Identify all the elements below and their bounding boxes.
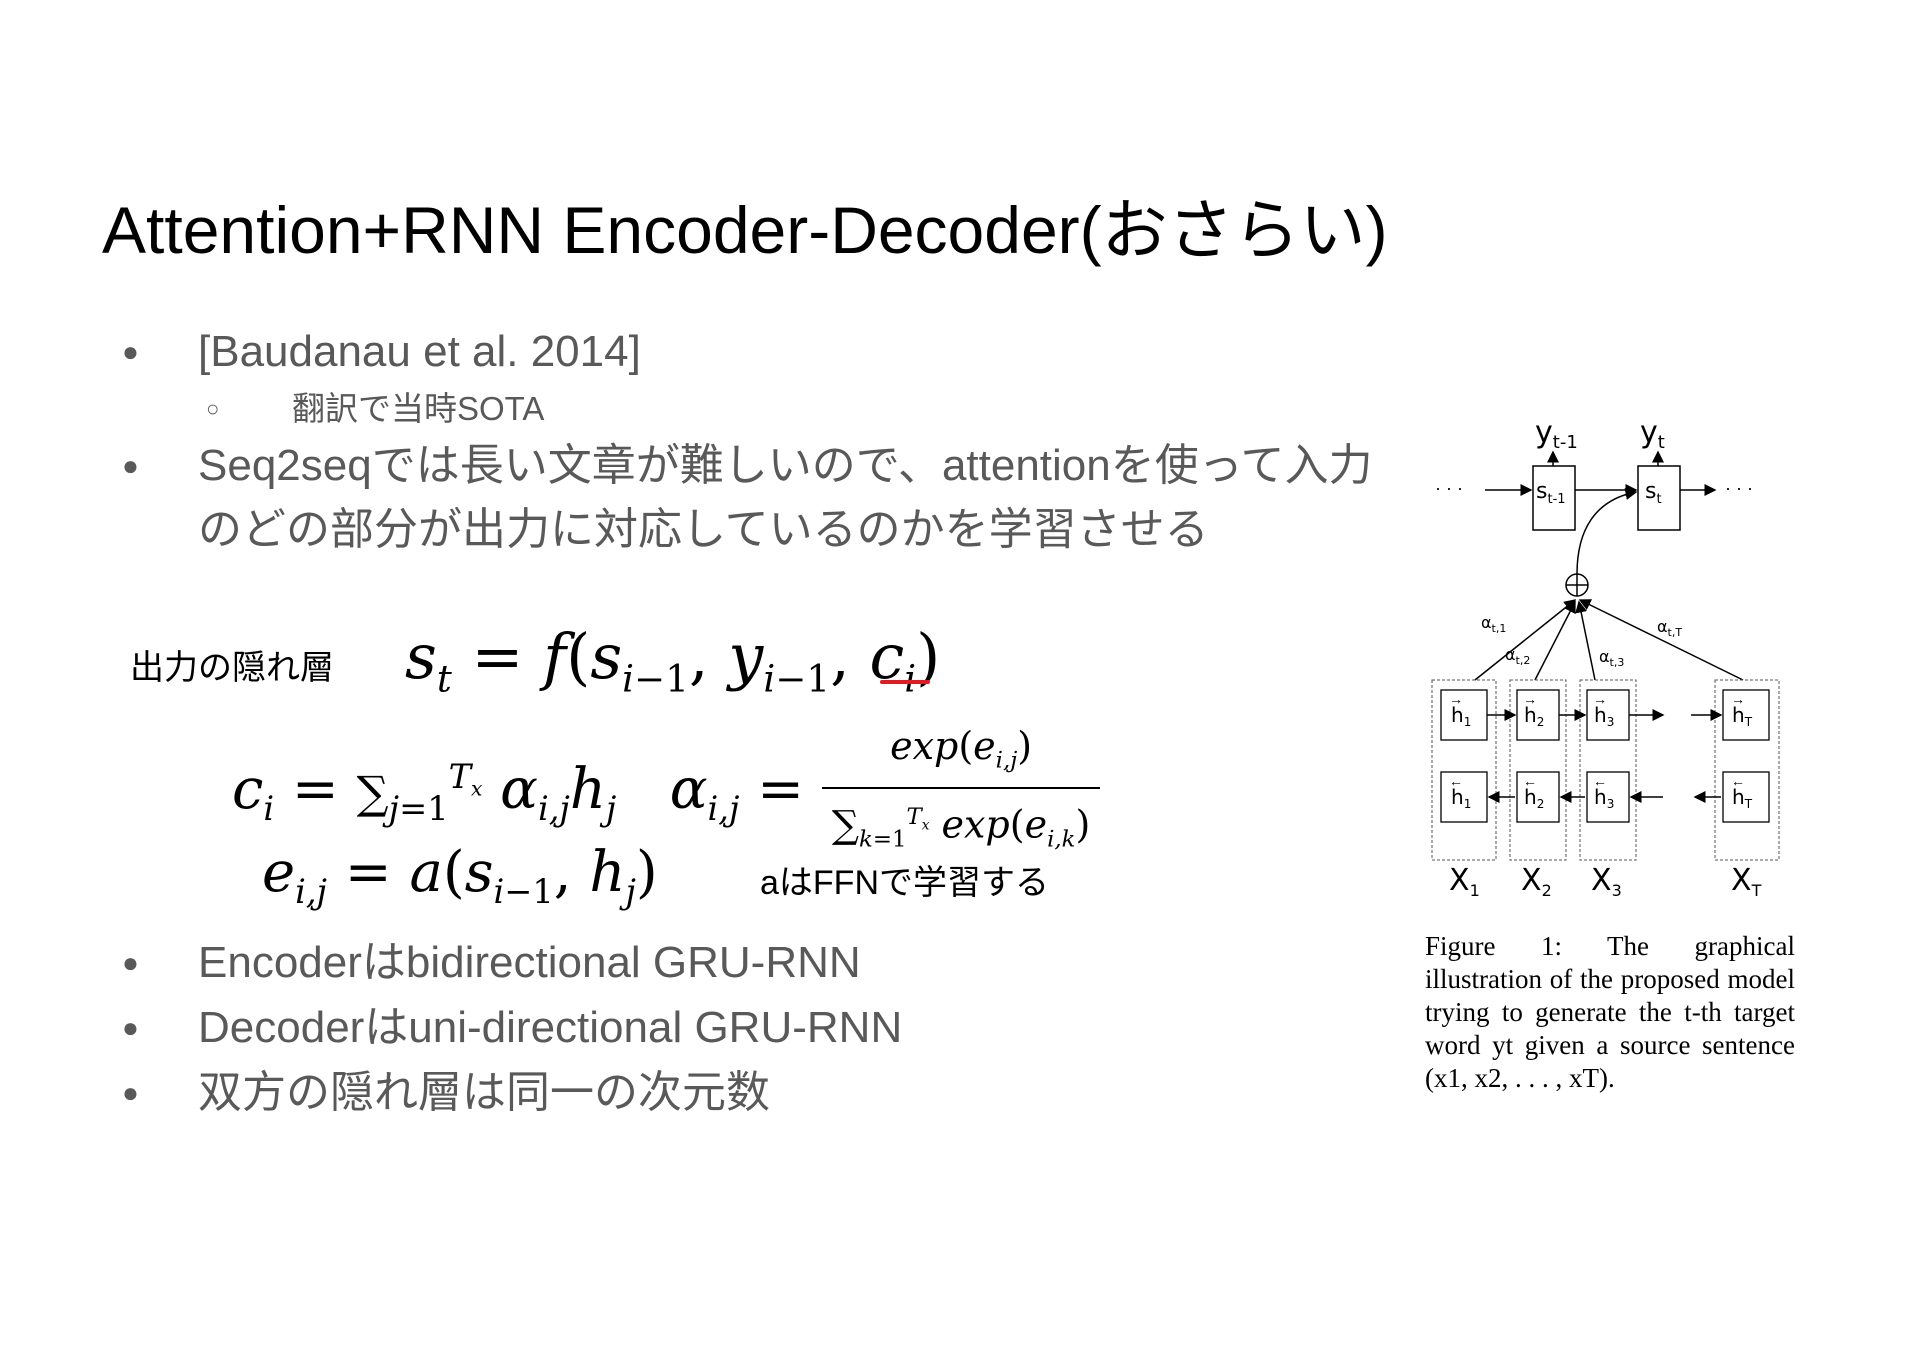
svg-text:←: ←: [1449, 773, 1463, 789]
bullet-list-top: ● [Baudanau et al. 2014] ○ 翻訳で当時SOTA ● S…: [122, 320, 1382, 562]
equation-context: ci = ∑j=1Tx αi,jhj αi,j = exp(ei,j) ∑k=1…: [232, 720, 1101, 867]
slide-title: Attention+RNN Encoder-Decoder(おさらい): [102, 193, 1388, 267]
encoder-column-3: h3 → h3 ←: [1579, 679, 1637, 861]
encoder-column-1: h1 → h1 ←: [1431, 679, 1497, 861]
bullet-text: [Baudanau et al. 2014]: [198, 327, 641, 376]
attention-diagram: yt-1 yt st-1 st · · · · · · αt,1 αt,2 αt…: [1431, 415, 1780, 900]
bullet-encoder: ● Encoderはbidirectional GRU-RNN: [122, 930, 1382, 995]
ellipsis-left: · · ·: [1435, 478, 1463, 498]
red-underline-mark: [880, 680, 930, 684]
bullet-reference: ● [Baudanau et al. 2014]: [122, 320, 1382, 384]
svg-text:←: ←: [1523, 773, 1537, 789]
output-label-yt-1: yt-1: [1535, 415, 1578, 453]
bullet-marker: ●: [122, 1012, 139, 1043]
input-x1: X1: [1449, 863, 1480, 900]
bullet-marker: ●: [122, 450, 139, 481]
output-label-yt: yt: [1640, 415, 1665, 453]
input-x3: X3: [1591, 863, 1622, 900]
figure-caption: Figure 1: The graphical illustration of …: [1425, 931, 1795, 1093]
svg-text:→: →: [1731, 691, 1745, 707]
svg-text:→: →: [1593, 691, 1607, 707]
bullet-decoder: ● Decoderはuni-directional GRU-RNN: [122, 995, 1382, 1060]
bullet-marker: ●: [122, 947, 139, 978]
state-box-st: [1637, 465, 1681, 531]
bullet-text: 双方の隠れ層は同一の次元数: [198, 1068, 770, 1117]
svg-text:←: ←: [1593, 773, 1607, 789]
bullet-text: Seq2seqでは長い文章が難しいので、attentionを使って入力のどの部分…: [198, 441, 1373, 554]
sub-bullet-text: 翻訳で当時SOTA: [292, 390, 545, 427]
alpha-t1: αt,1: [1481, 613, 1506, 635]
input-x2: X2: [1521, 863, 1552, 900]
svg-text:←: ←: [1731, 773, 1745, 789]
sub-bullet-sota: ○ 翻訳で当時SOTA: [122, 384, 1382, 434]
bullet-text: Encoderはbidirectional GRU-RNN: [198, 938, 861, 987]
ellipsis-right: · · ·: [1725, 478, 1753, 498]
bullet-hidden-dim: ● 双方の隠れ層は同一の次元数: [122, 1060, 1382, 1125]
bullet-text: Decoderはuni-directional GRU-RNN: [198, 1003, 903, 1052]
state-box-st-1: [1532, 465, 1576, 531]
encoder-column-T: hT → hT ←: [1714, 679, 1780, 861]
softmax-fraction: exp(ei,j) ∑k=1Tx exp(ei,k): [821, 720, 1101, 867]
alpha-t3: αt,3: [1599, 647, 1624, 669]
svg-text:→: →: [1523, 691, 1537, 707]
alpha-t2: αt,2: [1505, 645, 1530, 667]
label-hidden-layer: 出力の隠れ層: [130, 649, 334, 687]
bullet-list-bottom: ● Encoderはbidirectional GRU-RNN ● Decode…: [122, 930, 1382, 1125]
equation-energy: ei,j = a(si−1, hj): [262, 840, 658, 912]
alpha-tT: αt,T: [1657, 617, 1682, 639]
input-xT: XT: [1731, 863, 1762, 900]
label-a-ffn: aはFFNで学習する: [760, 864, 1049, 902]
equation-state: st = f(si−1, yi−1, ci): [405, 620, 941, 701]
bullet-marker: ●: [122, 336, 139, 367]
svg-text:→: →: [1449, 691, 1463, 707]
bullet-marker: ●: [122, 1077, 139, 1108]
sub-bullet-marker: ○: [206, 396, 220, 421]
encoder-column-2: h2 → h2 ←: [1509, 679, 1567, 861]
bullet-seq2seq: ● Seq2seqでは長い文章が難しいので、attentionを使って入力のどの…: [122, 434, 1382, 562]
